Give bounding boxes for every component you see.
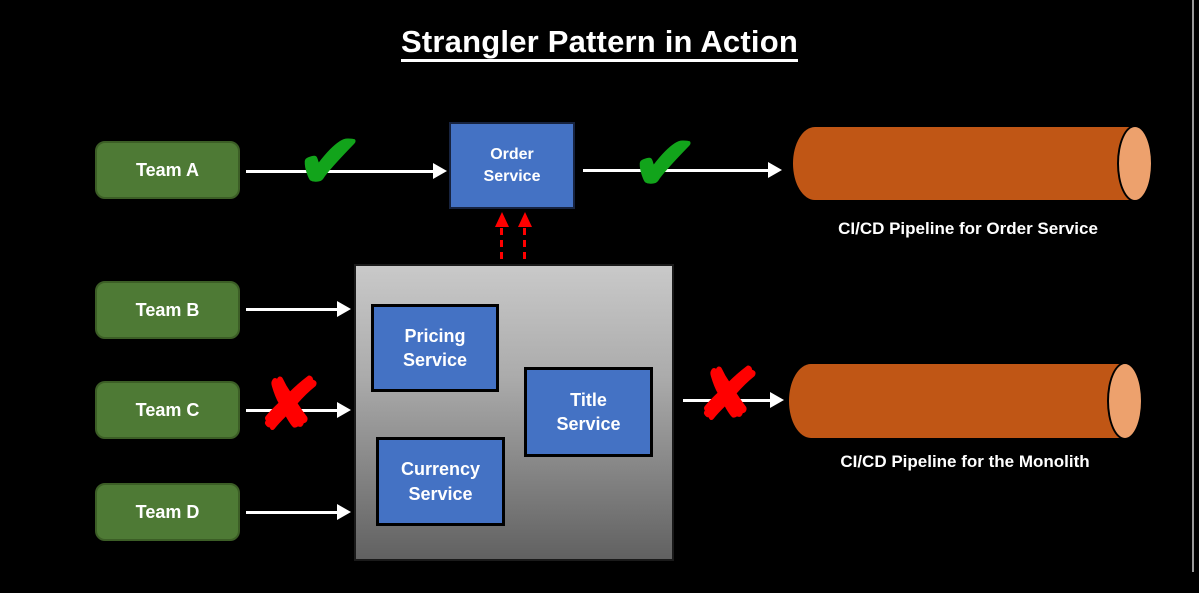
team-d-label: Team D bbox=[135, 501, 200, 522]
cylinder-end-cap bbox=[1117, 125, 1153, 202]
arrowhead-order-pipeline bbox=[768, 162, 782, 178]
dashed-arrow-monolith-to-order bbox=[500, 228, 503, 282]
arrow-team-c-to-monolith bbox=[246, 409, 338, 412]
arrowhead-team-a bbox=[433, 163, 447, 179]
diagram-title: Strangler Pattern in Action bbox=[401, 24, 798, 59]
dashed-arrowhead-up bbox=[518, 212, 532, 227]
cylinder-body bbox=[787, 362, 1125, 440]
pricing-service-box: Pricing Service bbox=[371, 304, 499, 392]
check-icon: ✔ bbox=[294, 115, 365, 207]
dashed-arrow-monolith-to-order bbox=[523, 228, 526, 282]
arrowhead-team-d bbox=[337, 504, 351, 520]
check-icon: ✔ bbox=[629, 117, 700, 209]
arrow-monolith-to-pipeline bbox=[683, 399, 771, 402]
arrowhead-team-b bbox=[337, 301, 351, 317]
monolith-pipeline-caption: CI/CD Pipeline for the Monolith bbox=[840, 452, 1090, 471]
title-service-box: Title Service bbox=[524, 367, 653, 457]
arrowhead-monolith-pipeline bbox=[770, 392, 784, 408]
team-a-box: Team A bbox=[95, 141, 240, 199]
team-d-box: Team D bbox=[95, 483, 240, 541]
order-pipeline-cylinder bbox=[791, 125, 1153, 202]
cylinder-body bbox=[791, 125, 1135, 202]
arrow-order-service-to-pipeline bbox=[583, 169, 769, 172]
cross-icon: ✘ bbox=[694, 350, 762, 439]
title-service-label: Title Service bbox=[556, 389, 621, 434]
team-c-box: Team C bbox=[95, 381, 240, 439]
arrow-team-b-to-monolith bbox=[246, 308, 338, 311]
team-b-box: Team B bbox=[95, 281, 240, 339]
arrowhead-team-c bbox=[337, 402, 351, 418]
order-pipeline-caption: CI/CD Pipeline for Order Service bbox=[838, 219, 1098, 238]
arrow-team-d-to-monolith bbox=[246, 511, 338, 514]
pricing-service-label: Pricing Service bbox=[402, 325, 468, 370]
order-service-box: Order Service bbox=[449, 122, 575, 209]
dashed-arrowhead-up bbox=[495, 212, 509, 227]
team-c-label: Team C bbox=[135, 399, 200, 420]
right-edge-line bbox=[1192, 0, 1194, 572]
cylinder-end-cap bbox=[1107, 362, 1143, 440]
currency-service-label: Currency Service bbox=[400, 459, 481, 504]
currency-service-box: Currency Service bbox=[376, 437, 505, 526]
monolith-pipeline-cylinder bbox=[787, 362, 1143, 440]
team-b-label: Team B bbox=[135, 299, 200, 320]
team-a-label: Team A bbox=[135, 159, 200, 180]
arrow-team-a-to-order-service bbox=[246, 170, 434, 173]
order-service-label: Order Service bbox=[483, 145, 541, 185]
cross-icon: ✘ bbox=[255, 360, 323, 449]
